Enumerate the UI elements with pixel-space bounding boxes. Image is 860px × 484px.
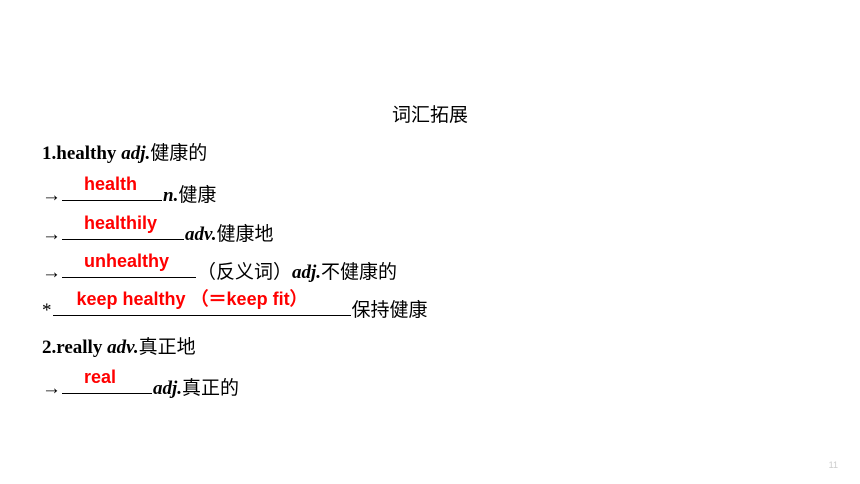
part-of-speech: adv. xyxy=(107,337,139,358)
derivative-row-1: → health n.健康 xyxy=(42,174,217,206)
answer-blank: healthily xyxy=(62,213,184,240)
derivative-row-4: → real adj.真正的 xyxy=(42,367,240,399)
meaning: 真正的 xyxy=(182,377,240,399)
star-prefix: * xyxy=(42,300,52,321)
part-of-speech: adj. xyxy=(292,262,322,283)
arrow-prefix: → xyxy=(42,262,61,283)
phrase-row: * keep healthy （＝keep fit） 保持健康 xyxy=(42,289,428,321)
meaning: 健康的 xyxy=(150,142,208,164)
part-of-speech: adj. xyxy=(121,143,151,164)
answer-text: unhealthy xyxy=(84,251,170,271)
arrow-prefix: → xyxy=(42,224,61,245)
headword-line-2: 2.really adv.真正地 xyxy=(42,333,196,361)
meaning: 不健康的 xyxy=(321,261,398,283)
derivative-row-3: → unhealthy （反义词）adj.不健康的 xyxy=(42,251,398,283)
headword-line-1: 1.healthy adj.健康的 xyxy=(42,139,207,167)
arrow-prefix: → xyxy=(42,185,61,206)
page-number: 11 xyxy=(828,460,838,470)
meaning: 健康地 xyxy=(216,223,274,245)
answer-blank: unhealthy xyxy=(62,251,196,278)
meaning: 真正地 xyxy=(138,336,196,358)
answer-text: real xyxy=(84,367,117,387)
derivative-row-2: → healthily adv.健康地 xyxy=(42,213,274,245)
answer-blank: health xyxy=(62,174,162,201)
arrow-prefix: → xyxy=(42,378,61,399)
section-title: 词汇拓展 xyxy=(391,104,468,126)
part-of-speech: adj. xyxy=(153,378,183,399)
answer-blank: keep healthy （＝keep fit） xyxy=(52,289,351,316)
headword: 2.really xyxy=(42,337,103,358)
headword: 1.healthy xyxy=(42,143,117,164)
answer-text: health xyxy=(84,174,138,194)
answer-text: healthily xyxy=(84,213,158,233)
answer-blank: real xyxy=(62,367,152,394)
meaning: 健康 xyxy=(178,184,217,206)
antonym-note: （反义词） xyxy=(197,261,293,283)
meaning: 保持健康 xyxy=(351,299,428,321)
answer-text: keep healthy （＝keep fit） xyxy=(76,289,308,309)
part-of-speech: adv. xyxy=(185,224,217,245)
part-of-speech: n. xyxy=(163,185,179,206)
